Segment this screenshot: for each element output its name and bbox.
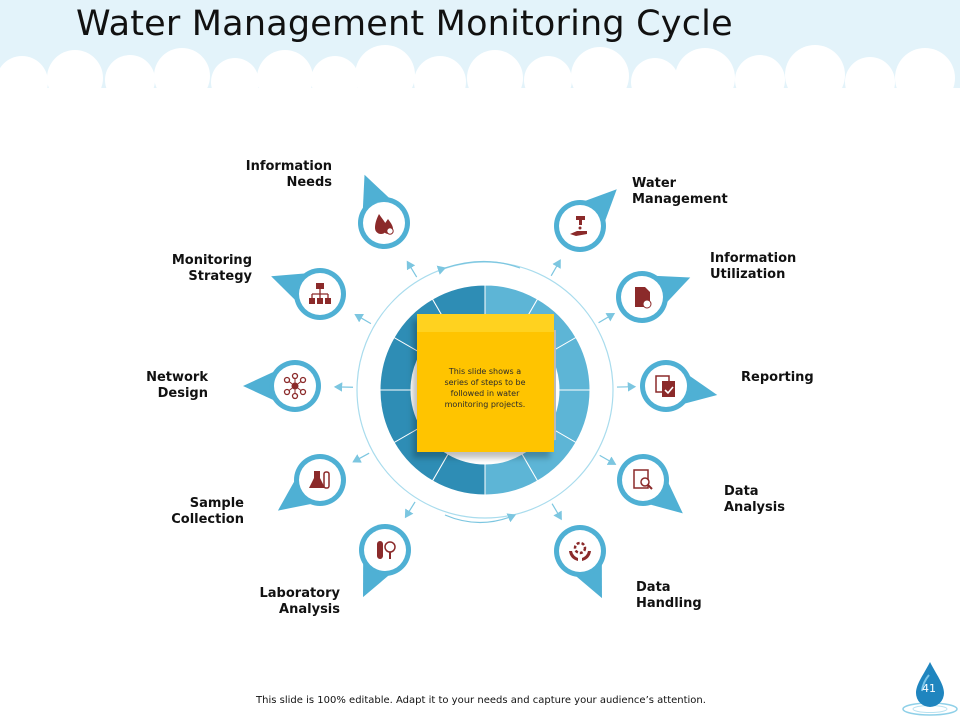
step-label-reporting: Reporting: [741, 370, 814, 385]
step-label-network-design: Network Design: [146, 370, 208, 401]
center-ring: [379, 284, 591, 496]
document-info-icon: [635, 287, 652, 309]
step-label-information-needs: Information Needs: [245, 159, 332, 190]
water-drops-icon: [375, 214, 394, 235]
sticky-note: [417, 314, 554, 452]
faucet-hand-icon: [570, 216, 587, 236]
step-label-information-utilization: Information Utilization: [710, 251, 797, 282]
header-cloud-banner: [0, 0, 960, 100]
step-marker-reporting: [640, 360, 718, 412]
hands-gear-icon: [569, 541, 591, 561]
step-marker-information-utilization: [616, 271, 691, 323]
water-drop-logo-icon: [902, 662, 958, 716]
step-marker-sample-collection: [277, 454, 346, 511]
cycle-arrows: [333, 259, 637, 524]
step-label-laboratory-analysis: Laboratory Analysis: [259, 586, 340, 617]
report-check-icon: [655, 375, 675, 397]
step-label-data-handling: Data Handling: [636, 580, 702, 611]
magnify-document-icon: [633, 469, 653, 490]
footer-note: This slide is 100% editable. Adapt it to…: [256, 695, 706, 706]
hierarchy-chart-icon: [309, 283, 331, 304]
step-label-monitoring-strategy: Monitoring Strategy: [171, 253, 252, 284]
step-marker-information-needs: [358, 174, 410, 249]
center-note-text: This slide shows a series of steps to be…: [444, 367, 526, 409]
network-icon: [283, 372, 307, 400]
step-marker-monitoring-strategy: [271, 268, 346, 320]
step-marker-data-analysis: [617, 454, 683, 514]
lab-flask-icon: [309, 471, 330, 489]
page-number: 41: [922, 682, 936, 695]
step-marker-water-management: [554, 189, 617, 252]
test-tube-icon: [377, 541, 396, 559]
page-title: Water Management Monitoring Cycle: [76, 4, 733, 44]
step-marker-laboratory-analysis: [359, 524, 411, 598]
step-label-data-analysis: Data Analysis: [724, 484, 785, 515]
sticky-note-top: [417, 314, 554, 332]
step-label-water-management: Water Management: [632, 176, 728, 207]
step-marker-data-handling: [554, 525, 606, 599]
step-marker-network-design: [243, 360, 321, 412]
step-label-sample-collection: Sample Collection: [171, 496, 244, 527]
